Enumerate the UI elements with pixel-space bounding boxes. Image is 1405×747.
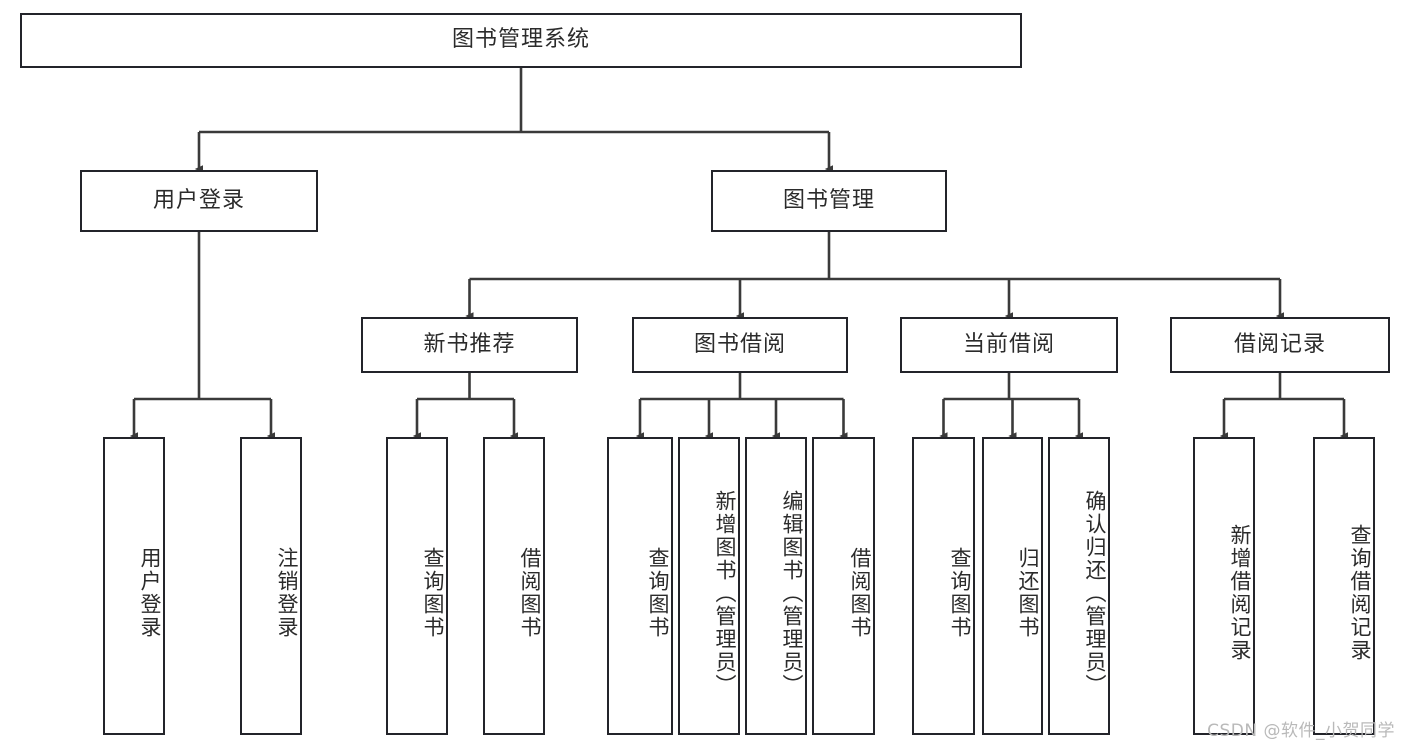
node-leaf-borrow-book-label: 借阅图书 <box>848 547 872 639</box>
node-book-borrow[interactable]: 图书借阅 <box>632 317 848 373</box>
node-leaf-user-logout-label: 注销登录 <box>275 547 299 639</box>
node-leaf-return-book-label: 归还图书 <box>1016 547 1040 639</box>
node-leaf-new-query-book[interactable]: 查询图书 <box>386 437 448 735</box>
node-root[interactable]: 图书管理系统 <box>20 13 1022 68</box>
node-leaf-confirm-return-admin[interactable]: 确认归还（管理员） <box>1048 437 1110 735</box>
node-book-management-module-label: 图书管理 <box>782 187 875 213</box>
node-leaf-return-book[interactable]: 归还图书 <box>982 437 1043 735</box>
node-borrow-record[interactable]: 借阅记录 <box>1170 317 1390 373</box>
node-root-label: 图书管理系统 <box>451 27 590 53</box>
node-leaf-add-borrow-record-label: 新增借阅记录 <box>1228 524 1252 662</box>
node-current-borrow[interactable]: 当前借阅 <box>900 317 1118 373</box>
node-leaf-new-query-book-label: 查询图书 <box>421 547 445 639</box>
node-leaf-current-query-book[interactable]: 查询图书 <box>912 437 975 735</box>
node-current-borrow-label: 当前借阅 <box>962 331 1055 357</box>
node-book-management-module[interactable]: 图书管理 <box>711 170 947 232</box>
node-user-login-module-label: 用户登录 <box>152 187 245 213</box>
node-leaf-edit-book-admin[interactable]: 编辑图书（管理员） <box>745 437 807 735</box>
node-leaf-add-book-admin[interactable]: 新增图书（管理员） <box>678 437 740 735</box>
node-leaf-add-book-admin-label: 新增图书（管理员） <box>713 489 737 697</box>
node-leaf-current-query-book-label: 查询图书 <box>948 547 972 639</box>
node-leaf-user-logout[interactable]: 注销登录 <box>240 437 302 735</box>
node-leaf-add-borrow-record[interactable]: 新增借阅记录 <box>1193 437 1255 735</box>
node-new-book-recommend-label: 新书推荐 <box>423 331 516 357</box>
node-leaf-new-borrow-book-label: 借阅图书 <box>518 547 542 639</box>
node-leaf-new-borrow-book[interactable]: 借阅图书 <box>483 437 545 735</box>
node-borrow-record-label: 借阅记录 <box>1233 331 1326 357</box>
node-leaf-confirm-return-admin-label: 确认归还（管理员） <box>1083 489 1107 697</box>
node-leaf-user-login-label: 用户登录 <box>138 547 162 639</box>
node-leaf-borrow-query-book[interactable]: 查询图书 <box>607 437 673 735</box>
node-book-borrow-label: 图书借阅 <box>693 331 786 357</box>
node-user-login-module[interactable]: 用户登录 <box>80 170 318 232</box>
node-leaf-edit-book-admin-label: 编辑图书（管理员） <box>780 489 804 697</box>
node-leaf-borrow-book[interactable]: 借阅图书 <box>812 437 875 735</box>
node-leaf-query-borrow-record-label: 查询借阅记录 <box>1348 524 1372 662</box>
csdn-watermark: CSDN @软件_小贺同学 <box>1207 721 1395 741</box>
node-leaf-borrow-query-book-label: 查询图书 <box>646 547 670 639</box>
node-leaf-query-borrow-record[interactable]: 查询借阅记录 <box>1313 437 1375 735</box>
node-new-book-recommend[interactable]: 新书推荐 <box>361 317 578 373</box>
node-leaf-user-login[interactable]: 用户登录 <box>103 437 165 735</box>
